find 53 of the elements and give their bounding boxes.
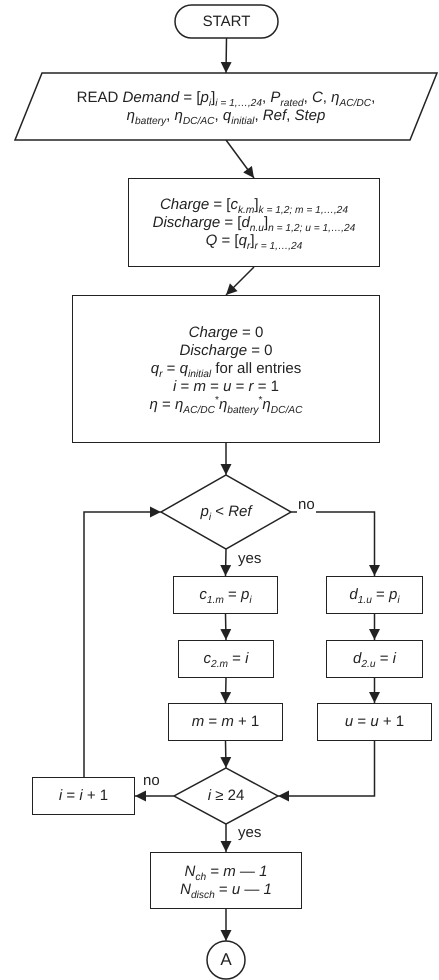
node-text: N$_{disch}$ = u — 1 <box>180 880 272 898</box>
node-text: Q = [q$_{r}$]$_{r = 1,…,24}$ <box>206 232 302 250</box>
arrow <box>369 678 380 703</box>
process-box <box>32 777 135 815</box>
node-text: START <box>202 12 250 30</box>
node-text: i = m = u = r = 1 <box>173 378 279 396</box>
process-box <box>326 640 423 678</box>
node-text: d$_{1.u}$ = p$_{i}$ <box>349 586 400 604</box>
arrow <box>369 614 380 640</box>
process-box <box>317 703 432 741</box>
node-text: N$_{ch}$ = m — 1 <box>184 862 268 880</box>
node-text: READ Demand = [p$_{i}$]$_{i = 1,…,24}$, P$_{rated}$, C, η$_{AC/DC}$, η$_{battery}$, η$_{DC/AC}$, q$_{initial}$, Ref, Step <box>76 88 376 124</box>
process-box <box>168 703 283 741</box>
arrow <box>220 614 232 640</box>
arrow <box>220 548 232 576</box>
node-text: d$_{2.u}$ = i <box>353 650 396 668</box>
arrow <box>225 266 255 296</box>
arrow <box>220 740 232 768</box>
node-text: i ≥ 24 <box>208 787 244 805</box>
node-text: m = m + 1 <box>192 713 260 731</box>
decision-diamond <box>161 475 291 549</box>
node-text: p$_{i}$ < Ref <box>200 503 252 521</box>
process-box <box>128 178 380 267</box>
process-box <box>72 295 380 443</box>
arrow <box>225 140 255 178</box>
arrow <box>135 790 174 802</box>
node-text: Charge = 0 <box>188 324 264 342</box>
arrow <box>220 678 232 704</box>
node-text: A <box>220 950 232 970</box>
arrow <box>220 443 232 475</box>
node-text: Discharge = [d$_{n.u}$]$_{n = 1,2; u = 1,…,24}$ <box>152 214 356 232</box>
node-text: Charge = [c$_{k.m}$]$_{k = 1,2; m = 1,…,24}$ <box>160 196 348 214</box>
connector-circle <box>207 941 245 979</box>
arrow <box>291 511 380 576</box>
decision-diamond <box>174 768 278 824</box>
node-text: u = u + 1 <box>344 713 404 731</box>
process-box <box>178 640 274 678</box>
arrow <box>220 38 232 74</box>
node-text: q$_{r}$ = q$_{initial}$ for all entries <box>150 360 302 378</box>
start-terminal <box>175 5 278 38</box>
node-text: i = i + 1 <box>58 787 108 805</box>
node-text: c$_{1.m}$ = p$_{i}$ <box>199 586 252 604</box>
node-text: Discharge = 0 <box>180 342 272 360</box>
arrow <box>278 741 376 802</box>
node-text: η = η$_{AC/DC}$$^{*}$η$_{battery}$$^{*}$η$_{DC/AC}$ <box>150 396 302 414</box>
process-box <box>173 576 278 614</box>
arrow <box>220 824 232 852</box>
arrow <box>83 506 161 777</box>
process-box <box>326 576 423 614</box>
process-box <box>150 852 302 909</box>
arrow <box>220 909 232 941</box>
input-parallelogram <box>15 73 437 140</box>
node-text: c$_{2.m}$ = i <box>204 650 248 668</box>
